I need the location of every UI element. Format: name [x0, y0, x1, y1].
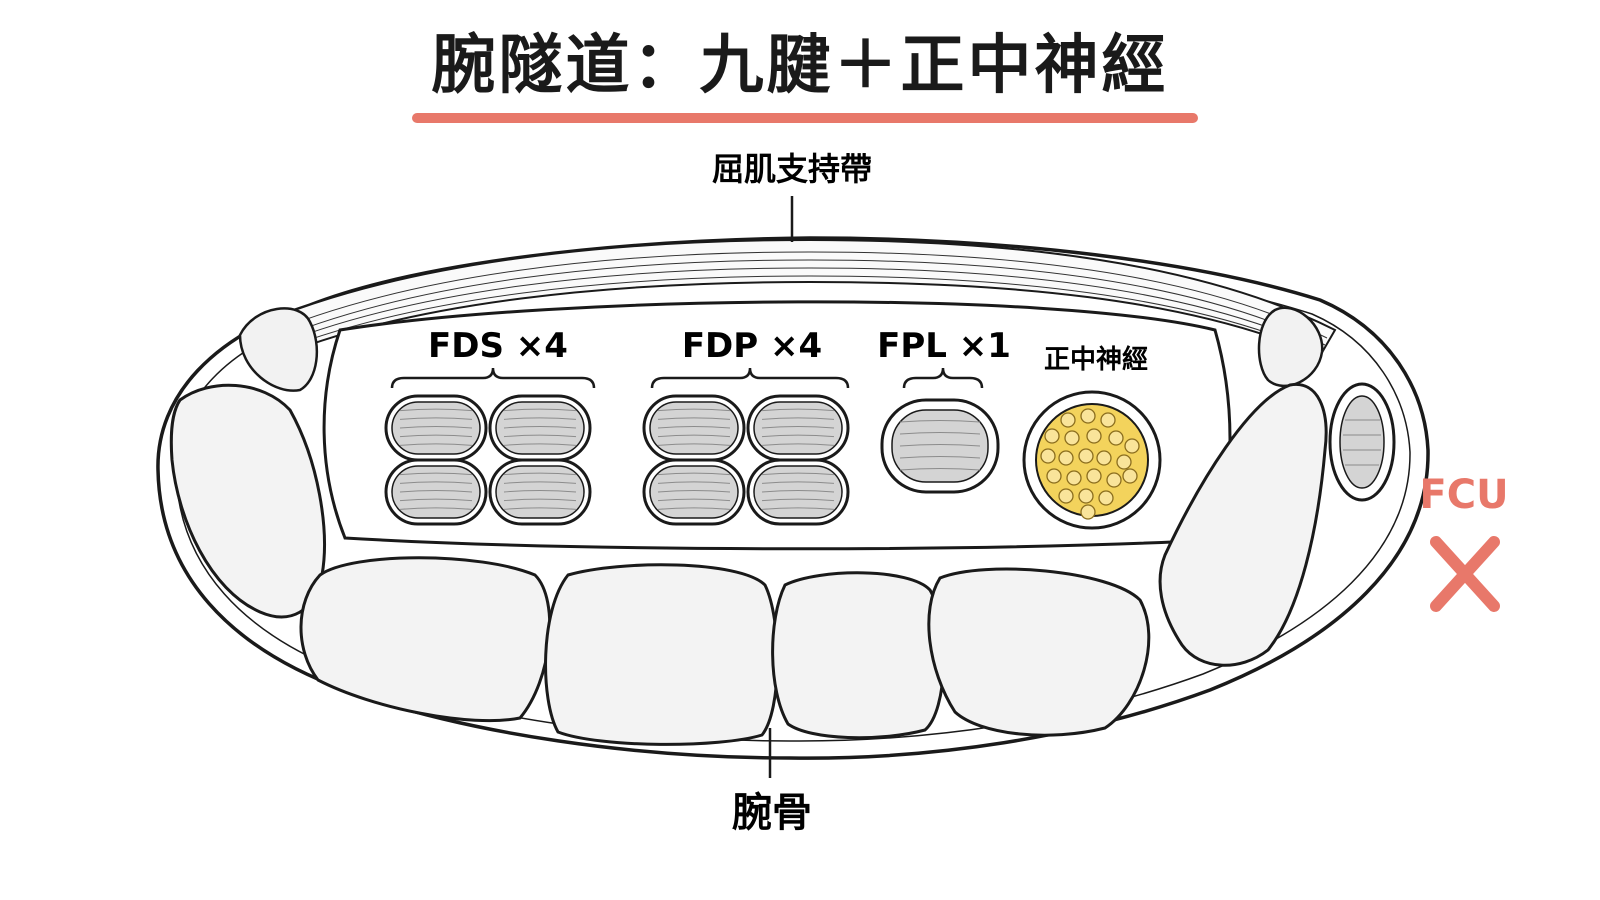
brace: [902, 367, 984, 389]
brace: [390, 367, 596, 389]
fcu-tendon: [1328, 382, 1396, 502]
label-fds: FDS ×4: [428, 326, 568, 366]
nerve-fascicle: [1086, 468, 1102, 484]
nerve-fascicle: [1122, 468, 1138, 484]
nerve-fascicles: [1040, 408, 1140, 520]
nerve-fascicle: [1058, 488, 1074, 504]
nerve-fascicle: [1058, 450, 1074, 466]
nerve-fascicle: [1106, 472, 1122, 488]
nerve-fascicle: [1066, 470, 1082, 486]
nerve-fascicle: [1124, 438, 1140, 454]
tendon: [642, 458, 746, 526]
cross-mark-icon: [1430, 536, 1500, 612]
nerve-fascicle: [1044, 428, 1060, 444]
carpal-bone: [1158, 382, 1328, 667]
nerve-fascicle: [1096, 450, 1112, 466]
page-title: 腕隧道：九腱＋正中神經: [431, 29, 1169, 103]
brace: [650, 367, 850, 389]
nerve-fascicle: [1078, 448, 1094, 464]
carpal-bone: [927, 567, 1151, 737]
tendon-fpl: [880, 398, 1000, 494]
nerve-fascicle: [1100, 412, 1116, 428]
carpal-bone: [771, 571, 946, 740]
tendon: [488, 394, 592, 462]
nerve-fascicle: [1060, 412, 1076, 428]
nerve-fascicle: [1046, 468, 1062, 484]
nerve-fascicle: [1040, 448, 1056, 464]
tendon: [746, 458, 850, 526]
label-carpal-bones: 腕骨: [732, 790, 812, 836]
carpal-bone: [544, 563, 779, 746]
flexor-retinaculum: [238, 238, 1337, 392]
label-median-nerve: 正中神經: [1044, 344, 1148, 375]
title-underline: [412, 113, 1198, 123]
median-nerve: [1022, 390, 1162, 530]
label-fcu: FCU: [1419, 472, 1508, 518]
carpal-bone: [299, 556, 552, 723]
tendon: [384, 458, 488, 526]
carpal-bones: [169, 382, 1328, 746]
nerve-fascicle: [1080, 408, 1096, 424]
label-fdp: FDP ×4: [682, 326, 822, 366]
label-flexor-retinaculum: 屈肌支持帶: [712, 150, 872, 188]
nerve-fascicle: [1064, 430, 1080, 446]
tendon: [384, 394, 488, 462]
tendon: [642, 394, 746, 462]
nerve-fascicle: [1086, 428, 1102, 444]
nerve-fascicle: [1078, 488, 1094, 504]
nerve-fascicle: [1098, 490, 1114, 506]
label-fpl: FPL ×1: [877, 326, 1011, 366]
nerve-fascicle: [1108, 430, 1124, 446]
tendon-group: [384, 394, 1000, 526]
nerve-fascicle: [1080, 504, 1096, 520]
nerve-fascicle: [1116, 454, 1132, 470]
tendon: [488, 458, 592, 526]
tendon: [746, 394, 850, 462]
